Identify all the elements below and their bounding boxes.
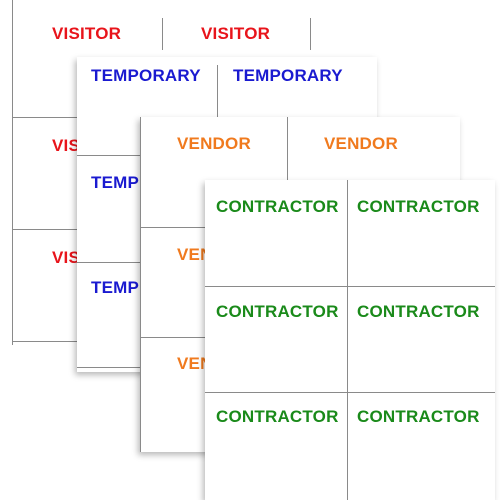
contractor-label: CONTRACTOR bbox=[216, 197, 339, 216]
temporary-label-partial: TEMP bbox=[91, 278, 140, 297]
visitor-label-partial: VIS bbox=[52, 136, 81, 155]
visitor-label: VISITOR bbox=[201, 24, 271, 43]
cell-divider bbox=[217, 65, 218, 117]
row-divider bbox=[140, 227, 205, 228]
row-divider bbox=[205, 286, 495, 287]
contractor-label-sheet: CONTRACTOR CONTRACTOR CONTRACTOR CONTRAC… bbox=[205, 180, 495, 500]
row-divider bbox=[12, 229, 77, 230]
row-divider bbox=[12, 117, 77, 118]
contractor-label: CONTRACTOR bbox=[216, 407, 339, 426]
contractor-label: CONTRACTOR bbox=[216, 302, 339, 321]
sheet-left-edge bbox=[140, 117, 141, 452]
temporary-label: TEMPORARY bbox=[233, 66, 343, 85]
cell-divider bbox=[310, 18, 311, 50]
contractor-label: CONTRACTOR bbox=[357, 197, 480, 216]
contractor-label: CONTRACTOR bbox=[357, 407, 480, 426]
vendor-label: VENDOR bbox=[324, 134, 398, 153]
row-divider bbox=[140, 337, 205, 338]
temporary-label: TEMPORARY bbox=[91, 66, 201, 85]
column-divider bbox=[347, 180, 348, 500]
row-divider bbox=[77, 262, 140, 263]
vendor-label-partial: VEN bbox=[177, 245, 213, 264]
vendor-label: VENDOR bbox=[177, 134, 251, 153]
row-divider bbox=[77, 155, 140, 156]
row-divider bbox=[77, 367, 140, 368]
sheet-left-edge bbox=[12, 0, 13, 345]
temporary-label-partial: TEMP bbox=[91, 173, 140, 192]
cell-divider bbox=[287, 117, 288, 180]
row-divider bbox=[205, 392, 495, 393]
visitor-label-partial: VIS bbox=[52, 248, 81, 267]
contractor-label: CONTRACTOR bbox=[357, 302, 480, 321]
visitor-label: VISITOR bbox=[52, 24, 122, 43]
vendor-label-partial: VEN bbox=[177, 354, 213, 373]
row-divider bbox=[12, 341, 77, 342]
cell-divider bbox=[162, 18, 163, 50]
